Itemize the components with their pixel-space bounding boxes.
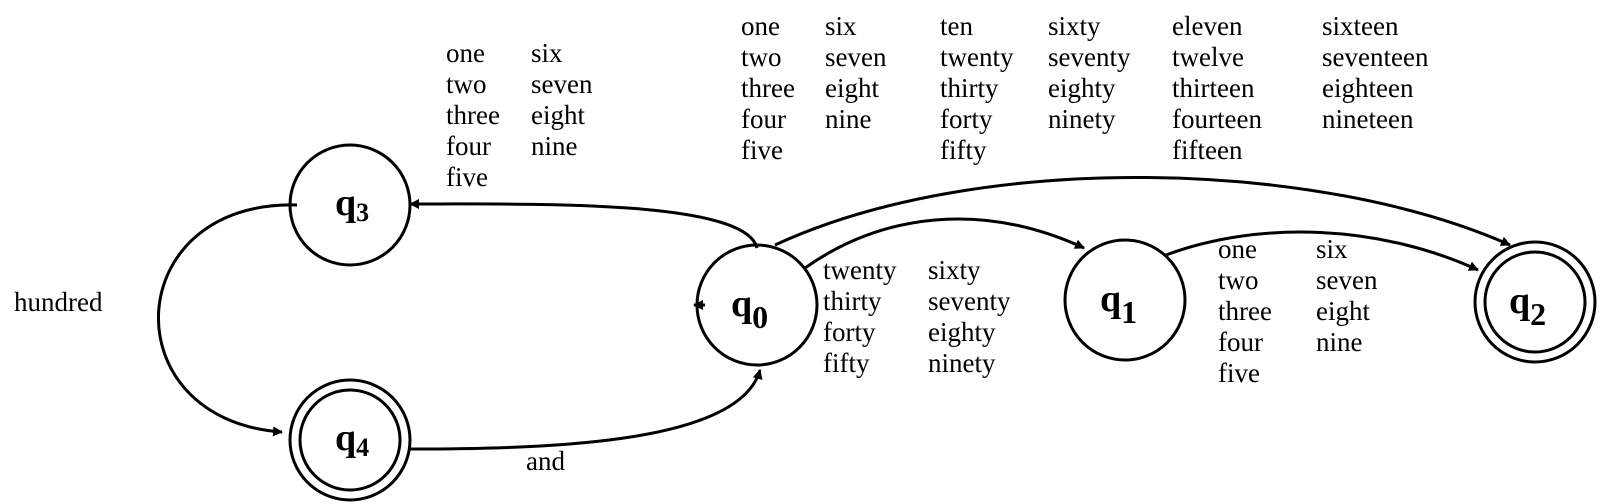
edge-label-word: eighty (1048, 73, 1116, 103)
edge-label-word: three (741, 73, 795, 103)
edge-label-word: fourteen (1172, 104, 1262, 134)
edge-label-lists: onetwothreefourfivesixseveneightnineonet… (446, 11, 1429, 388)
edge-label-word: four (446, 131, 491, 161)
edge-label-word: fifty (823, 348, 870, 378)
edge-q0-q1 (804, 217, 1085, 270)
svg-text:q2: q2 (1509, 280, 1546, 332)
edge-label-word: seven (531, 69, 593, 99)
state-q1: q1 (1063, 238, 1187, 362)
edge-label-word: twenty (823, 255, 897, 285)
svg-text:q1: q1 (1100, 278, 1137, 330)
edge-label-word: one (1218, 234, 1257, 264)
edge-label-word: two (741, 42, 782, 72)
edge-label-word: four (1218, 327, 1263, 357)
edge-label-word: six (1316, 234, 1348, 264)
state-q1-sub: 1 (1121, 294, 1137, 330)
edge-label-word: five (1218, 358, 1260, 388)
edge-label-word: seven (825, 42, 887, 72)
edge-label-word: thirty (940, 73, 999, 103)
edge-label-word: nine (531, 131, 578, 161)
edge-label-word: five (741, 135, 783, 165)
state-q4: q4 (288, 378, 412, 502)
edge-label-word: seventy (1048, 42, 1131, 72)
state-q0-sub: 0 (752, 299, 768, 335)
edge-q0-q3 (409, 198, 759, 249)
edge-label-word: thirty (823, 286, 882, 316)
edge-label-word: six (531, 38, 563, 68)
edge-label-word: three (446, 100, 500, 130)
edge-label-word: eleven (1172, 11, 1243, 41)
state-q1-name: q (1100, 278, 1121, 320)
state-q4-sub: 4 (356, 433, 369, 462)
edge-label-word: fifteen (1172, 135, 1243, 165)
state-q3: q3 (288, 143, 412, 267)
edge-label-word: eight (531, 100, 585, 130)
state-q2-name: q (1509, 280, 1530, 322)
edge-q4-q0-and (409, 369, 763, 451)
label-and: and (526, 446, 565, 476)
edge-label-word: five (446, 162, 488, 192)
state-q2-sub: 2 (1530, 296, 1546, 332)
edge-label-word: thirteen (1172, 73, 1255, 103)
svg-text:q0: q0 (731, 283, 768, 335)
edge-label-word: one (741, 11, 780, 41)
label-hundred: hundred (14, 287, 103, 317)
edge-label-word: one (446, 38, 485, 68)
edge-label-word: sixty (928, 255, 981, 285)
state-q0-name: q (731, 283, 752, 325)
edge-label-word: three (1218, 296, 1272, 326)
edge-label-word: nine (825, 104, 872, 134)
edge-label-word: nineteen (1322, 104, 1414, 134)
edge-label-word: sixty (1048, 11, 1101, 41)
edge-label-word: two (446, 69, 487, 99)
svg-text:q3: q3 (335, 182, 369, 227)
edge-label-word: two (1218, 265, 1259, 295)
edge-label-word: ninety (928, 348, 996, 378)
edge-q0-q2 (774, 176, 1511, 247)
edge-label-word: ten (940, 11, 973, 41)
edge-label-word: fifty (940, 135, 987, 165)
edge-label-word: nine (1316, 327, 1363, 357)
edge-label-word: eight (1316, 296, 1370, 326)
edge-label-word: eighty (928, 317, 996, 347)
edge-label-word: twelve (1172, 42, 1244, 72)
edge-label-word: forty (940, 104, 993, 134)
state-q2: q2 (1473, 240, 1597, 364)
edge-label-word: ninety (1048, 104, 1116, 134)
edge-label-word: sixteen (1322, 11, 1399, 41)
edge-label-word: forty (823, 317, 876, 347)
edge-label-word: four (741, 104, 786, 134)
edge-label-word: eight (825, 73, 879, 103)
edge-label-word: twenty (940, 42, 1014, 72)
edge-label-word: seven (1316, 265, 1378, 295)
state-q3-sub: 3 (356, 198, 369, 227)
edge-q3-q4-hundred (157, 203, 298, 437)
edge-label-word: eighteen (1322, 73, 1414, 103)
state-q3-name: q (335, 182, 356, 224)
edge-label-word: six (825, 11, 857, 41)
svg-text:q4: q4 (335, 417, 369, 462)
state-q4-name: q (335, 417, 356, 459)
edge-label-word: seventy (928, 286, 1011, 316)
edge-q1-q2 (1165, 230, 1479, 272)
edge-label-word: seventeen (1322, 42, 1429, 72)
state-q0: q0 (695, 243, 819, 367)
